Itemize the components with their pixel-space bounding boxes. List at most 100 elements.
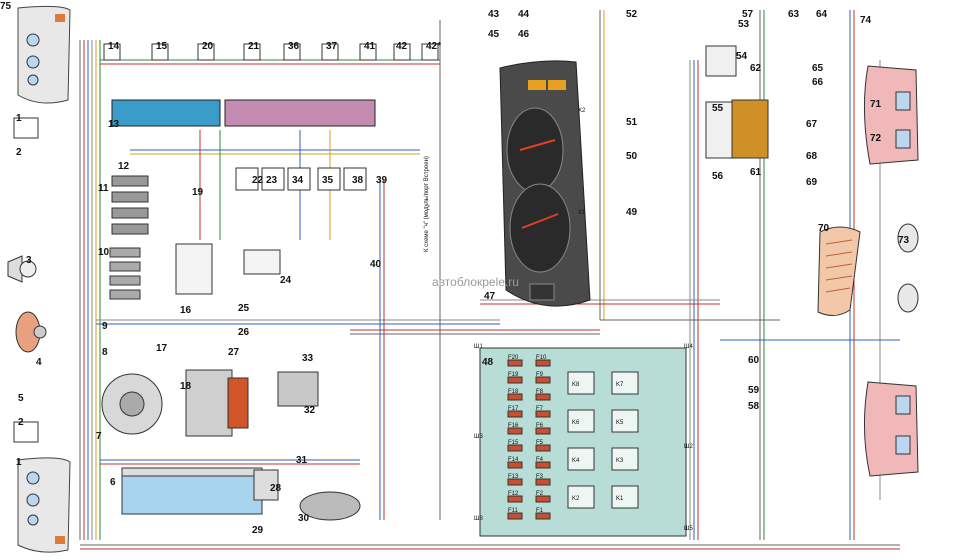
fuse bbox=[507, 393, 523, 401]
component-number: 6 bbox=[110, 477, 116, 488]
component-number: 47 bbox=[484, 291, 496, 302]
component-number: 55 bbox=[712, 103, 724, 114]
relay-label: K2 bbox=[572, 496, 580, 502]
fuse bbox=[507, 461, 523, 469]
fuse bbox=[507, 478, 523, 486]
connector-label: Ш4 bbox=[684, 344, 693, 350]
component-number: 12 bbox=[118, 161, 130, 172]
fuse-label: F4 bbox=[536, 457, 544, 463]
component-number: 2 bbox=[16, 147, 22, 158]
component-number: 51 bbox=[626, 117, 638, 128]
fuse-label: F5 bbox=[536, 440, 544, 446]
component-number: 38 bbox=[352, 175, 364, 186]
instrument-cluster bbox=[499, 60, 591, 307]
component-number: 7 bbox=[96, 431, 102, 442]
component-number: 32 bbox=[304, 405, 316, 416]
ecu-connectors bbox=[111, 99, 376, 127]
component-number: 60 bbox=[748, 355, 760, 366]
component-number: 63 bbox=[788, 9, 800, 20]
component-number: 11 bbox=[98, 183, 109, 194]
component-number: 33 bbox=[302, 353, 314, 364]
component-number: 42 bbox=[396, 41, 408, 52]
component-number: 9 bbox=[102, 321, 108, 332]
component-number: 59 bbox=[748, 385, 760, 396]
component-number: 44 bbox=[518, 9, 530, 20]
connector-label: X2 bbox=[578, 108, 586, 114]
relay-label: K4 bbox=[572, 458, 580, 464]
fuse-label: F11 bbox=[508, 508, 519, 514]
component-number: 36 bbox=[288, 41, 300, 52]
component-number: 3 bbox=[26, 255, 32, 266]
fuse-label: F15 bbox=[508, 440, 519, 446]
component-number: 54 bbox=[736, 51, 748, 62]
component-number: 73 bbox=[898, 235, 910, 246]
component-number: 40 bbox=[370, 259, 382, 270]
component-number: 25 bbox=[238, 303, 250, 314]
relay-label: K3 bbox=[616, 458, 624, 464]
fuse bbox=[535, 512, 551, 520]
component-number: 8 bbox=[102, 347, 108, 358]
fuse-label: F10 bbox=[536, 355, 547, 361]
component-number: 13 bbox=[108, 119, 120, 130]
connector-label: Ш8 bbox=[474, 516, 483, 522]
relay bbox=[567, 447, 595, 471]
component-number: 72 bbox=[870, 133, 882, 144]
component-number: 30 bbox=[298, 513, 310, 524]
component-number: 49 bbox=[626, 207, 638, 218]
component-number: 64 bbox=[816, 9, 828, 20]
component-number: 58 bbox=[748, 401, 760, 412]
relay-label: K8 bbox=[572, 382, 580, 388]
module-24 bbox=[243, 249, 281, 275]
connector-label: X1 bbox=[578, 210, 586, 216]
component-number: 69 bbox=[806, 177, 818, 188]
component-number: 57 bbox=[742, 9, 754, 20]
component-number: 45 bbox=[488, 29, 500, 40]
component-number: 5 bbox=[18, 393, 24, 404]
fuse-label: F18 bbox=[508, 389, 519, 395]
side-repeaters bbox=[897, 223, 919, 313]
component-number: 68 bbox=[806, 151, 818, 162]
relay-label: K7 bbox=[616, 382, 624, 388]
fuse-label: F19 bbox=[508, 372, 519, 378]
component-number: 37 bbox=[326, 41, 338, 52]
relay bbox=[567, 409, 595, 433]
relay bbox=[611, 485, 639, 509]
component-number: 28 bbox=[270, 483, 282, 494]
connector-label: Ш5 bbox=[684, 526, 693, 532]
relay bbox=[567, 485, 595, 509]
component-number: 67 bbox=[806, 119, 818, 130]
battery-icon bbox=[121, 467, 263, 515]
relay-row bbox=[235, 167, 367, 191]
component-number: 22 bbox=[252, 175, 264, 186]
component-number: 16 bbox=[180, 305, 192, 316]
fuse bbox=[535, 461, 551, 469]
component-number: 4 bbox=[36, 357, 42, 368]
component-number: 14 bbox=[108, 41, 120, 52]
component-number: 26 bbox=[238, 327, 250, 338]
fuse-label: F14 bbox=[508, 457, 519, 463]
fuse bbox=[535, 393, 551, 401]
fuse bbox=[507, 359, 523, 367]
component-number: 43 bbox=[488, 9, 500, 20]
fuse-label: F1 bbox=[536, 508, 544, 514]
component-number: 24 bbox=[280, 275, 292, 286]
fuse-label: F13 bbox=[508, 474, 519, 480]
relay bbox=[611, 409, 639, 433]
component-number: 56 bbox=[712, 171, 724, 182]
fuse bbox=[507, 427, 523, 435]
watermark: автоблокрele.ru bbox=[432, 275, 519, 289]
fuse-label: F6 bbox=[536, 423, 544, 429]
component-number: 35 bbox=[322, 175, 334, 186]
switch-1-bottom bbox=[13, 421, 39, 443]
connector-label: Ш1 bbox=[474, 344, 483, 350]
generator-icon bbox=[101, 373, 163, 435]
component-number: 74 bbox=[860, 15, 872, 26]
fuse bbox=[507, 410, 523, 418]
fuse-label: F2 bbox=[536, 491, 544, 497]
wiper-motor-icon bbox=[277, 371, 319, 407]
fuse-label: F3 bbox=[536, 474, 544, 480]
component-number: 2 bbox=[18, 417, 24, 428]
component-number: 1 bbox=[16, 457, 22, 468]
fuse bbox=[535, 427, 551, 435]
